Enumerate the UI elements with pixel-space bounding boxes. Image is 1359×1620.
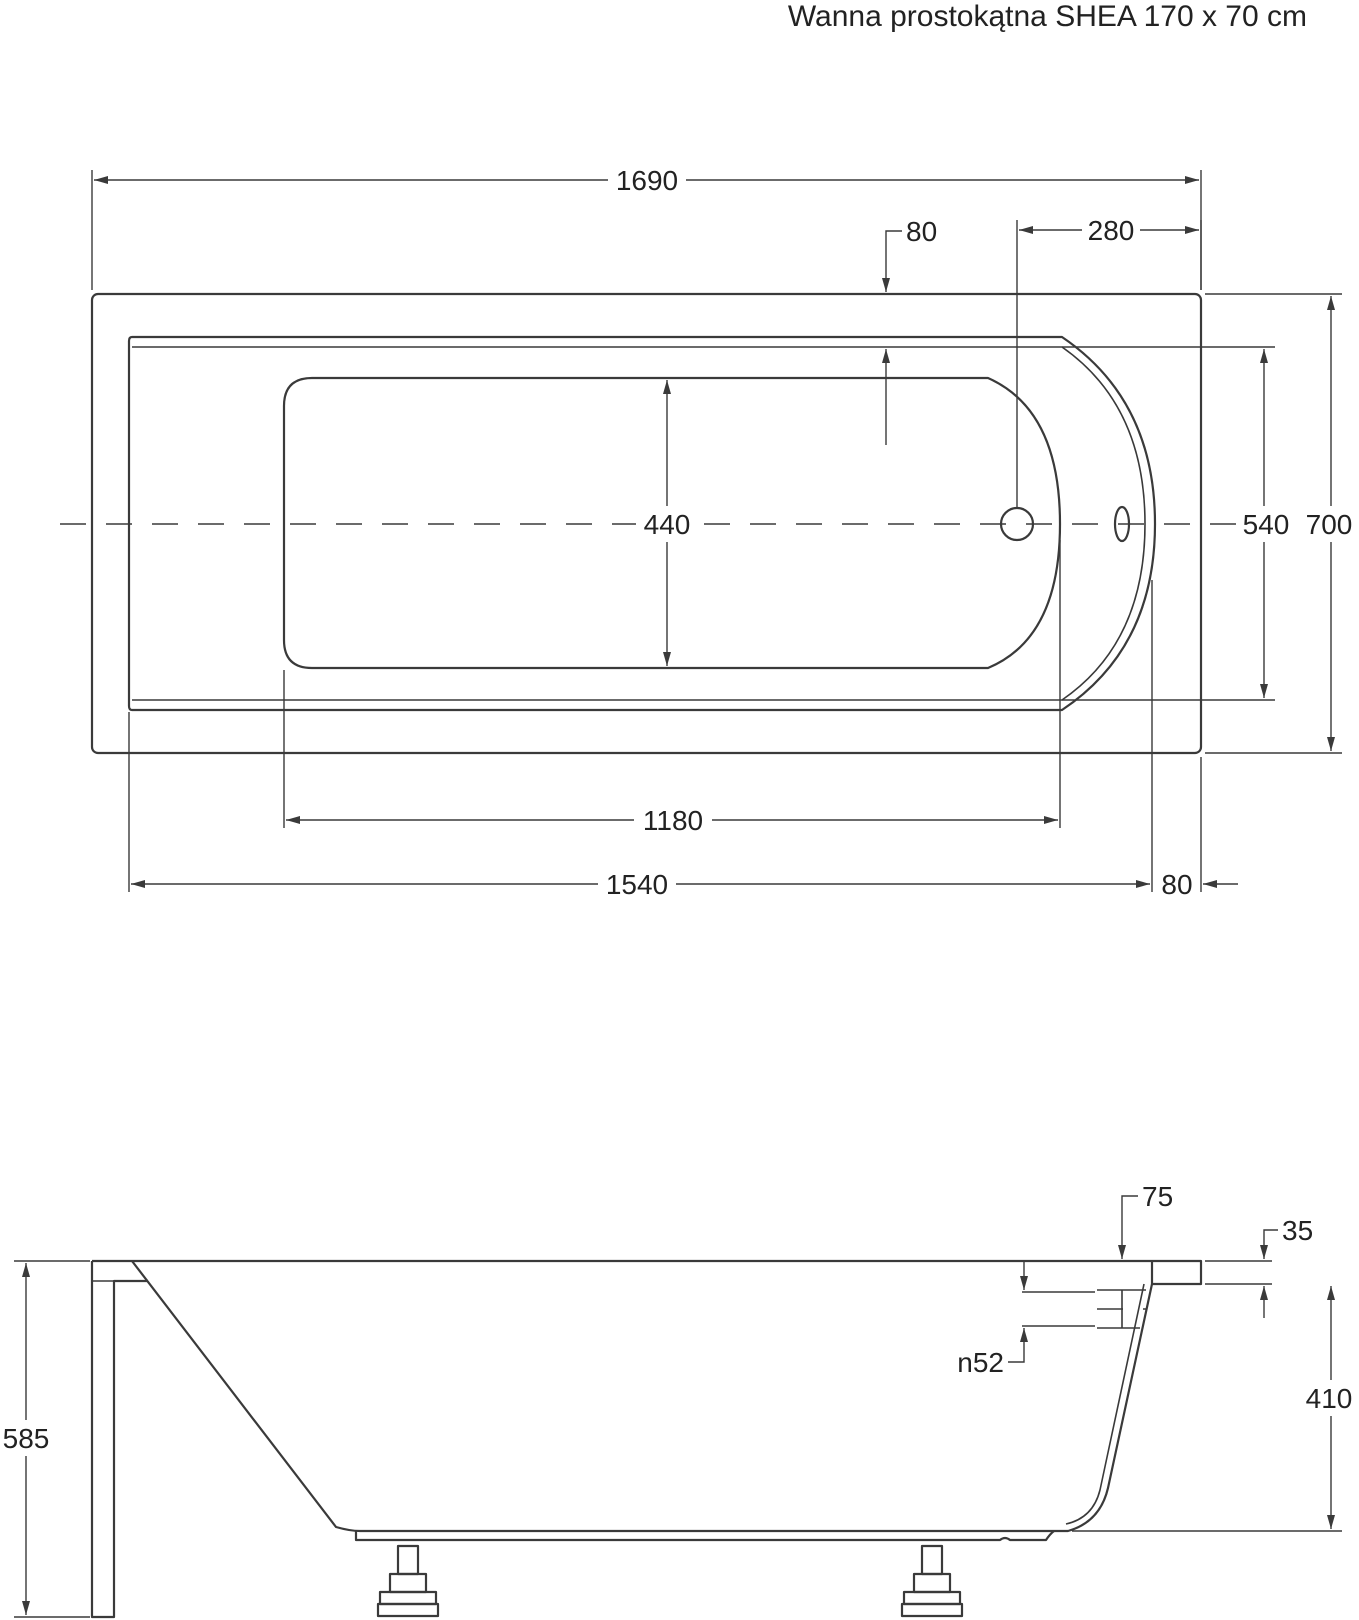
svg-text:1690: 1690 xyxy=(616,165,678,196)
svg-text:280: 280 xyxy=(1088,215,1135,246)
dim-overall-length: 1690 xyxy=(91,162,1202,290)
svg-text:1540: 1540 xyxy=(606,869,668,900)
dim-bottom-width: 440 xyxy=(636,380,698,666)
dim-total-height: 585 xyxy=(0,1260,90,1618)
svg-text:1180: 1180 xyxy=(643,805,703,836)
svg-text:35: 35 xyxy=(1282,1215,1313,1246)
svg-text:80: 80 xyxy=(1161,869,1192,900)
svg-text:410: 410 xyxy=(1306,1383,1353,1414)
side-foot-left xyxy=(376,1544,440,1618)
side-tub-body xyxy=(131,1260,1154,1533)
drawing-title-bar: Wanna prostokątna SHEA 170 x 70 cm xyxy=(0,0,1359,40)
side-base-plate xyxy=(354,1530,1055,1542)
tub-inner-basin-ledge xyxy=(132,346,1146,701)
overflow-icon xyxy=(1113,505,1131,543)
side-rim xyxy=(92,1259,1203,1286)
dim-overflow-offset: 75 xyxy=(1118,1181,1173,1259)
dim-overflow-diameter: n52 xyxy=(957,1262,1095,1378)
side-support-panel xyxy=(90,1261,148,1619)
side-overflow-fitting xyxy=(1097,1289,1146,1329)
drawing-title: Wanna prostokątna SHEA 170 x 70 cm xyxy=(787,0,1307,33)
dim-overall-width: 700 xyxy=(1205,293,1358,754)
dim-bottom-length: 1180 xyxy=(283,540,1061,836)
side-view: 75 35 n52 410 xyxy=(0,1181,1358,1619)
dim-rim-thickness: 35 xyxy=(1205,1215,1313,1318)
side-tub-inner-line xyxy=(1065,1283,1145,1525)
svg-text:75: 75 xyxy=(1142,1181,1173,1212)
svg-text:n52: n52 xyxy=(957,1347,1004,1378)
dim-inner-depth: 410 xyxy=(1072,1286,1358,1532)
dim-rim-edge: 80 xyxy=(882,216,937,445)
svg-text:540: 540 xyxy=(1243,509,1290,540)
tub-inner-basin xyxy=(127,335,1157,712)
side-foot-right xyxy=(900,1544,964,1618)
tub-bottom-flat xyxy=(282,376,1062,670)
dim-inner-length: 1540 80 xyxy=(128,580,1238,900)
svg-text:440: 440 xyxy=(644,509,691,540)
dim-inner-width: 540 xyxy=(1062,346,1296,701)
top-view: 1690 80 280 440 540 xyxy=(60,162,1358,900)
dim-drain-offset: 280 xyxy=(1016,215,1202,508)
svg-text:700: 700 xyxy=(1306,509,1353,540)
svg-text:80: 80 xyxy=(906,216,937,247)
tub-outer-rim xyxy=(90,292,1203,755)
svg-text:585: 585 xyxy=(3,1423,50,1454)
